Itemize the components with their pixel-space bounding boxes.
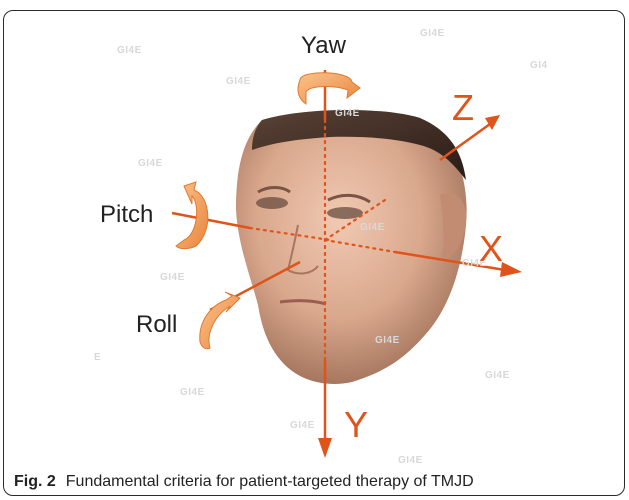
figure-number: Fig. 2 <box>14 473 56 490</box>
watermark: GI4E <box>180 387 205 398</box>
watermark: GI4E <box>226 76 251 87</box>
yaw-label: Yaw <box>301 34 346 58</box>
watermark: GI4E <box>290 420 315 431</box>
face-shape <box>236 110 467 384</box>
x-axis-label: X <box>479 231 503 267</box>
watermark: E <box>94 352 101 363</box>
right-eye <box>327 207 363 219</box>
watermark: GI4E <box>138 158 163 169</box>
watermark: GI4E <box>485 370 510 381</box>
watermark: GI4E <box>117 45 142 56</box>
z-axis-label: Z <box>452 90 474 126</box>
y-axis-label: Y <box>344 407 368 443</box>
watermark: GI4E <box>375 335 400 346</box>
left-eye <box>256 197 288 209</box>
figure-caption: Fig. 2 Fundamental criteria for patient-t… <box>14 473 474 491</box>
watermark: GI4E <box>360 222 385 233</box>
head-3d-model <box>236 110 467 384</box>
yaw-rotation-arrow-icon <box>298 73 360 104</box>
pitch-label: Pitch <box>100 203 153 227</box>
watermark: GI4E <box>335 108 360 119</box>
watermark: GI4E <box>398 455 423 466</box>
watermark: GI4E <box>160 272 185 283</box>
roll-label: Roll <box>136 313 177 337</box>
watermark: GI4E <box>420 28 445 39</box>
caption-text: Fundamental criteria for patient-targete… <box>66 473 474 490</box>
watermark: GI4 <box>530 60 548 71</box>
roll-rotation-arrow-icon <box>200 292 240 349</box>
